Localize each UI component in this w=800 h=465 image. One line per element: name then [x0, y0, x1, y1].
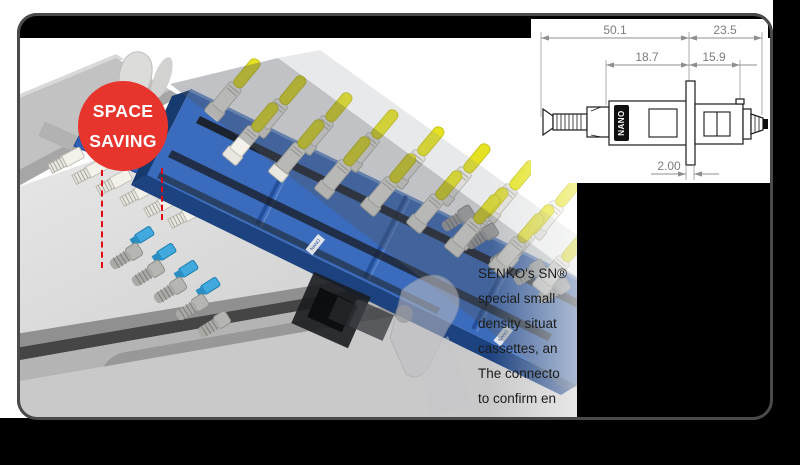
connector-dimension-drawing: 50.1 23.5 18.7 15.9 — [540, 23, 768, 180]
dim-plate-thickness: 2.00 — [657, 159, 681, 173]
connector-side-view: NANO — [542, 80, 768, 166]
dim-overall-left: 50.1 — [603, 23, 627, 37]
dim-inner-right: 15.9 — [702, 50, 726, 64]
description-line: SENKO's SN® — [478, 266, 568, 281]
dimension-drawing-box: 50.1 23.5 18.7 15.9 — [531, 19, 768, 183]
badge-line-2: SAVING — [89, 131, 157, 151]
cable-stub — [763, 119, 768, 129]
red-dashed-line-left — [101, 170, 103, 268]
description-line: The connecto — [478, 366, 560, 381]
black-text-panel — [577, 183, 800, 430]
description-line: cassettes, an — [478, 341, 558, 356]
description-line: density situat — [478, 316, 557, 331]
description-text: SENKO's SN® special small density situat… — [478, 261, 596, 411]
description-line: to confirm en — [478, 391, 557, 406]
space-saving-badge: SPACE SAVING — [78, 81, 168, 171]
nano-label-text: NANO — [617, 110, 626, 136]
ghost-sc-connector — [291, 271, 472, 416]
description-line: special small — [478, 291, 556, 306]
nano-label-tag — [614, 105, 629, 141]
dim-overall-right: 23.5 — [713, 23, 737, 37]
badge-line-1: SPACE — [92, 101, 154, 121]
dim-inner-left: 18.7 — [635, 50, 659, 64]
panel-plate — [685, 80, 696, 166]
red-dashed-line-right — [161, 168, 163, 220]
